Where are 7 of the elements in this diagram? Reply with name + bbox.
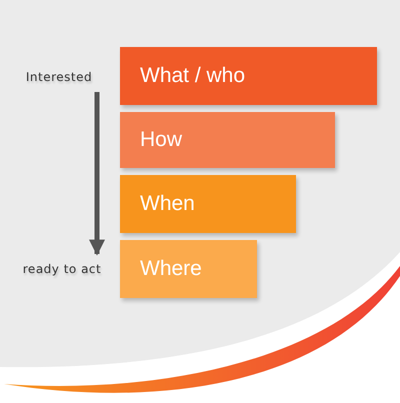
level-bar: When — [120, 175, 296, 233]
level-bar: What / who — [120, 47, 377, 105]
level-bar: How — [120, 112, 335, 168]
stage-label: ready to act — [10, 254, 114, 284]
level-bar: Where — [120, 240, 257, 298]
stage-label: Interested — [14, 62, 104, 92]
arrow — [89, 92, 105, 256]
